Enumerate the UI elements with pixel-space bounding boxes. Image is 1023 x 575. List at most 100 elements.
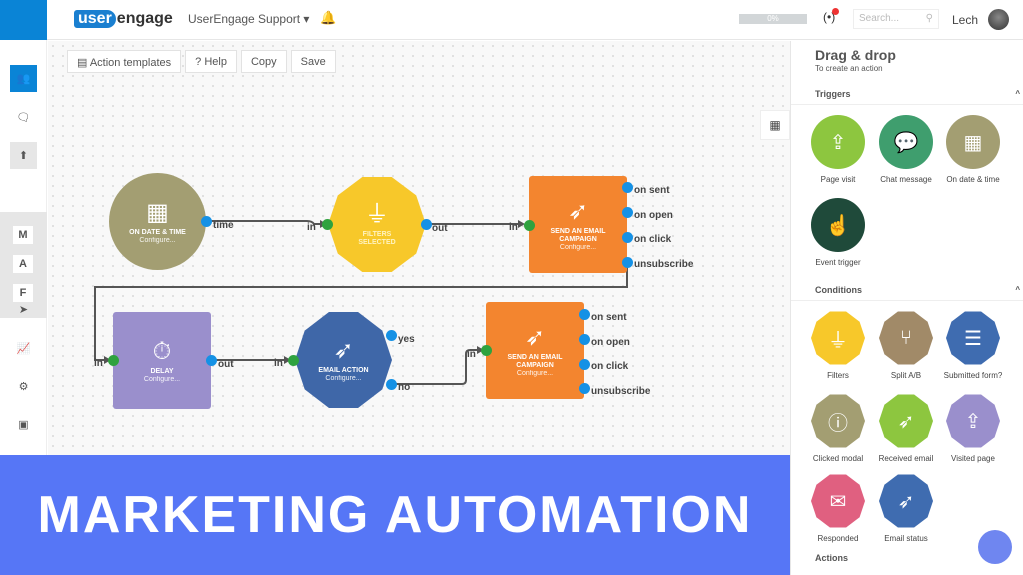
logo-user: user bbox=[74, 10, 116, 28]
node-title: EMAIL ACTION bbox=[318, 367, 369, 374]
port-unsubscribe[interactable] bbox=[622, 257, 633, 268]
section-actions[interactable]: Actions bbox=[791, 553, 1023, 569]
port-out[interactable] bbox=[201, 216, 212, 227]
panel-title: Drag & drop bbox=[815, 47, 896, 63]
sidebar-item-m[interactable]: M bbox=[13, 226, 33, 244]
port-in[interactable] bbox=[524, 220, 535, 231]
notifications-icon[interactable]: (•) bbox=[823, 8, 839, 24]
panel-item[interactable]: ⏚Filters bbox=[803, 311, 873, 380]
brand-block[interactable] bbox=[0, 0, 47, 40]
top-bar bbox=[0, 0, 1023, 40]
user-name[interactable]: Lech bbox=[952, 13, 979, 27]
panel-item-label: Split A/B bbox=[890, 371, 922, 380]
panel-item[interactable]: ⇪Visited page bbox=[938, 394, 1008, 463]
panel-item[interactable]: 💬Chat message bbox=[871, 115, 941, 184]
node-configure[interactable]: Configure... bbox=[516, 369, 554, 377]
send-icon[interactable]: ➤ bbox=[18, 304, 29, 316]
panel-item-label: On date & time bbox=[946, 175, 1000, 184]
panel-item[interactable]: ▦On date & time bbox=[938, 115, 1008, 184]
port-in[interactable] bbox=[481, 345, 492, 356]
grid-icon[interactable]: ▦ bbox=[760, 110, 790, 140]
port-label: unsubscribe bbox=[634, 259, 694, 270]
chat-icon[interactable]: 🗨 bbox=[16, 112, 31, 124]
port-on-sent[interactable] bbox=[622, 182, 633, 193]
users-icon[interactable]: 👥 bbox=[10, 65, 37, 92]
pin-icon[interactable]: ⬆ bbox=[10, 142, 37, 169]
split-a-b-icon: ⑂ bbox=[879, 311, 933, 365]
filters-icon: ⏚ bbox=[811, 311, 865, 365]
logo-engage: engage bbox=[116, 10, 173, 27]
port-label: on sent bbox=[634, 185, 670, 196]
panel-item[interactable]: ☰Submitted form? bbox=[938, 311, 1008, 380]
section-label: Triggers bbox=[815, 89, 851, 99]
help-button[interactable]: ? Help bbox=[185, 50, 237, 73]
port-on-click[interactable] bbox=[579, 359, 590, 370]
panel-item[interactable]: ☝ Event trigger bbox=[803, 198, 873, 267]
money-icon[interactable]: ▣ bbox=[18, 419, 29, 431]
port-on-click[interactable] bbox=[622, 232, 633, 243]
port-label: in bbox=[307, 222, 316, 233]
panel-item-label: Visited page bbox=[951, 454, 995, 463]
port-out[interactable] bbox=[421, 219, 432, 230]
stopwatch-icon: ⏱ bbox=[152, 337, 172, 365]
chat-widget-button[interactable] bbox=[978, 530, 1012, 564]
port-in[interactable] bbox=[108, 355, 119, 366]
bell-icon[interactable]: 🔔 bbox=[320, 10, 337, 25]
panel-item-label: Responded bbox=[817, 534, 859, 543]
node-configure[interactable]: Configure... bbox=[559, 243, 597, 251]
chevron-up-icon: ^ bbox=[1015, 89, 1020, 98]
banner-title: MARKETING AUTOMATION bbox=[37, 486, 753, 544]
port-on-sent[interactable] bbox=[579, 309, 590, 320]
node-delay[interactable]: ⏱ DELAY Configure... bbox=[113, 312, 211, 409]
received-email-icon: ➶ bbox=[879, 394, 933, 448]
node-configure[interactable]: Configure... bbox=[143, 375, 181, 383]
save-button[interactable]: Save bbox=[290, 50, 336, 73]
port-label: on open bbox=[634, 210, 673, 221]
edge-action-email bbox=[391, 349, 480, 385]
sidebar-item-a[interactable]: A bbox=[13, 255, 33, 273]
panel-subtitle: To create an action bbox=[815, 64, 883, 73]
node-on-date-time[interactable]: ▦ ON DATE & TIME Configure... bbox=[109, 173, 206, 270]
port-in[interactable] bbox=[288, 355, 299, 366]
port-unsubscribe[interactable] bbox=[579, 383, 590, 394]
copy-button[interactable]: Copy bbox=[240, 50, 287, 73]
panel-item[interactable]: ➶ Received email bbox=[871, 394, 941, 463]
sidebar-item-f[interactable]: F bbox=[13, 284, 33, 302]
panel-item[interactable]: ⑂ Split A/B bbox=[871, 311, 941, 380]
avatar[interactable] bbox=[988, 9, 1009, 30]
port-no[interactable] bbox=[386, 379, 397, 390]
port-yes[interactable] bbox=[386, 330, 397, 341]
gear-icon[interactable]: ⚙ bbox=[18, 381, 29, 393]
panel-item-label: Page visit bbox=[820, 175, 856, 184]
section-triggers[interactable]: Triggers ^ bbox=[791, 89, 1023, 105]
node-email-action[interactable]: ➶ EMAIL ACTION Configure... bbox=[295, 311, 392, 409]
panel-item-label: Event trigger bbox=[815, 258, 861, 267]
panel-item[interactable]: ➶Email status bbox=[871, 474, 941, 543]
port-label: yes bbox=[398, 334, 415, 345]
node-filters[interactable]: ⏚ FILTERS SELECTED bbox=[328, 176, 426, 273]
chart-icon[interactable]: 📈 bbox=[16, 343, 31, 355]
port-in[interactable] bbox=[322, 219, 333, 230]
port-on-open[interactable] bbox=[579, 334, 590, 345]
search-input[interactable]: Search...⚲ bbox=[853, 9, 939, 29]
account-dropdown[interactable]: UserEngage Support ▾ bbox=[188, 12, 310, 26]
port-out[interactable] bbox=[206, 355, 217, 366]
node-title: SELECTED bbox=[358, 239, 396, 246]
node-send-email-campaign[interactable]: ➶ SEND AN EMAIL CAMPAIGN Configure... bbox=[529, 176, 627, 273]
section-conditions[interactable]: Conditions^ bbox=[791, 285, 1023, 301]
node-configure[interactable]: Configure... bbox=[139, 236, 176, 244]
panel-item-label: Received email bbox=[878, 454, 934, 463]
progress-bar: 0% bbox=[739, 14, 807, 24]
event-trigger-icon: ☝ bbox=[811, 198, 865, 252]
port-on-open[interactable] bbox=[622, 207, 633, 218]
clicked-modal-icon: ⓘ bbox=[811, 394, 865, 448]
action-templates-button[interactable]: ▤ Action templates bbox=[67, 50, 182, 73]
panel-item[interactable]: ✉Responded bbox=[803, 474, 873, 543]
node-configure[interactable]: Configure... bbox=[325, 375, 362, 382]
node-send-email-campaign-2[interactable]: ➶ SEND AN EMAIL CAMPAIGN Configure... bbox=[486, 302, 584, 399]
edge-email-delay bbox=[94, 262, 628, 361]
panel-item[interactable]: ⇪Page visit bbox=[803, 115, 873, 184]
port-label: in bbox=[467, 349, 476, 360]
